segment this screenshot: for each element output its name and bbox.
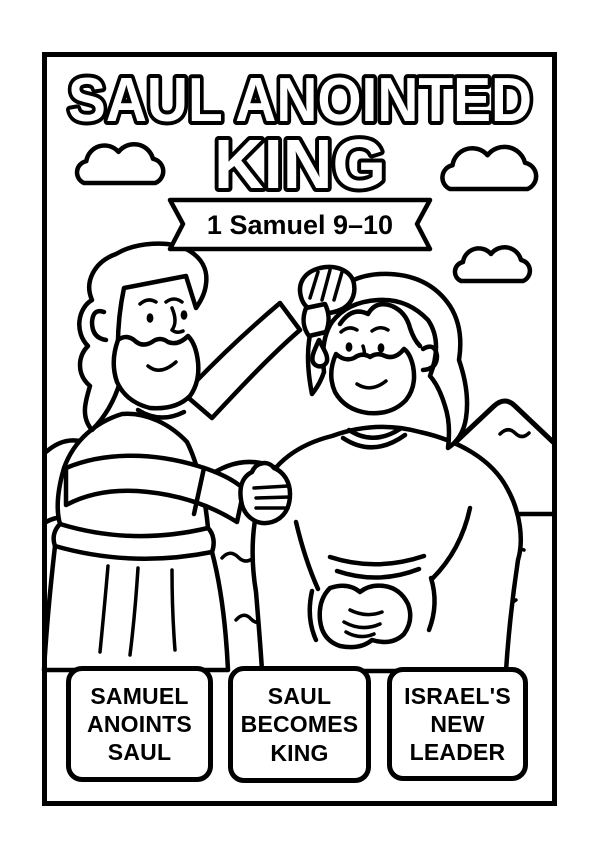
page-title: SAUL ANOINTED KING <box>64 62 536 207</box>
samuel-robe-fold <box>98 564 110 654</box>
saul-finger-line <box>344 630 376 639</box>
footer-box-line: ANOINTS <box>87 710 192 737</box>
samuel-eyebrow <box>164 297 184 304</box>
footer-box-line: KING <box>270 739 329 766</box>
saul-fringe <box>337 302 423 349</box>
banner: 1 Samuel 9–10 <box>167 197 433 252</box>
saul-waist-line <box>327 553 427 567</box>
saul-eye <box>345 342 353 352</box>
figure-samuel <box>41 241 357 673</box>
samuel-robe-fold <box>170 568 177 652</box>
footer-box-line: SAUL <box>267 683 332 710</box>
title-line-1: SAUL ANOINTED <box>68 66 532 135</box>
footer-box-line: SAMUEL <box>90 682 189 709</box>
samuel-sash <box>57 521 211 539</box>
samuel-fist-finger <box>320 268 332 302</box>
samuel-finger-line <box>252 484 290 490</box>
footer-box-line: SAUL <box>107 739 172 766</box>
samuel-beard <box>111 333 201 411</box>
footer-box-saul-becomes-king: SAUL BECOMES KING <box>228 666 371 783</box>
saul-arm-right <box>429 505 473 582</box>
figure-saul <box>250 271 523 674</box>
samuel-smile <box>146 360 178 372</box>
banner-text: 1 Samuel 9–10 <box>207 210 393 240</box>
footer-box-line: ISRAEL'S <box>404 682 511 709</box>
samuel-fist-finger <box>308 270 320 300</box>
samuel-eye <box>146 313 154 323</box>
samuel-forearm <box>63 453 247 525</box>
saul-waist-line <box>334 566 422 580</box>
samuel-eyebrow <box>138 298 158 306</box>
samuel-finger-line <box>254 495 292 500</box>
clouds <box>77 144 536 281</box>
footer-box-line: NEW <box>430 710 485 737</box>
oil-flask <box>301 301 331 339</box>
samuel-sleeve-cuff <box>191 465 207 517</box>
squiggle-icon <box>498 428 531 439</box>
samuel-robe-fold <box>128 566 140 657</box>
samuel-robe <box>41 411 231 673</box>
saul-cuff-right <box>426 575 437 633</box>
footer-box-line: LEADER <box>409 739 506 766</box>
saul-eyebrow <box>370 326 390 333</box>
samuel-raised-arm <box>181 300 303 421</box>
title-line-2: KING <box>214 125 386 203</box>
saul-cuff-left <box>307 588 319 643</box>
cloud-small-icon <box>455 247 530 281</box>
saul-clasped-hands <box>317 583 413 650</box>
samuel-sash <box>52 543 215 561</box>
saul-finger-line <box>342 620 382 630</box>
footer-box-samuel-anoints-saul: SAMUEL ANOINTS SAUL <box>66 666 213 782</box>
mountain-right <box>425 398 556 471</box>
cloud-left-icon <box>77 144 163 183</box>
saul-collar <box>340 432 408 450</box>
footer-box-israels-new-leader: ISRAEL'S NEW LEADER <box>387 667 528 781</box>
oil-drop-icon <box>310 337 330 369</box>
banner-ribbon <box>167 197 433 252</box>
saul-smile <box>355 379 388 390</box>
samuel-hair <box>77 241 209 433</box>
saul-ear <box>420 344 440 373</box>
saul-beard <box>329 346 417 416</box>
saul-collar <box>346 426 403 440</box>
saul-hair <box>305 271 470 451</box>
squiggle-icon <box>220 551 256 563</box>
samuel-ear <box>89 308 109 343</box>
samuel-open-hand <box>238 460 293 526</box>
saul-eye <box>377 343 385 353</box>
cloud-right-icon <box>442 147 536 189</box>
samuel-collar <box>135 407 187 420</box>
footer-box-line: BECOMES <box>240 711 359 738</box>
samuel-fist-finger <box>332 270 344 302</box>
saul-arm-left <box>293 519 321 592</box>
samuel-eye <box>180 310 188 320</box>
samuel-nose <box>170 306 185 335</box>
saul-eyebrow <box>339 326 359 334</box>
saul-finger-line <box>348 608 384 617</box>
